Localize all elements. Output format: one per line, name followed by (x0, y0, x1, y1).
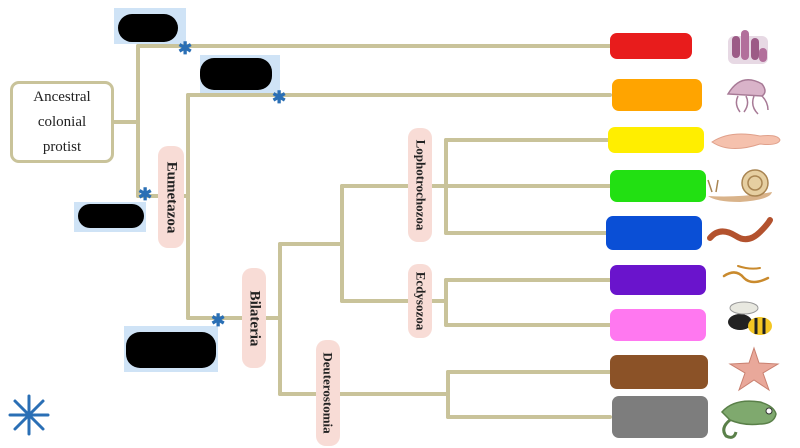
clade-label-ecdysozoa: Ecdysozoa (408, 264, 432, 338)
taxon-swatch (610, 355, 708, 389)
taxon-swatch (606, 216, 702, 250)
ancestral-protist-box: Ancestral colonial protist (10, 81, 114, 163)
jellyfish-icon (726, 79, 769, 115)
redacted-label (78, 204, 144, 228)
taxon-swatch (610, 33, 692, 59)
redacted-label (118, 14, 178, 42)
redacted-label (200, 58, 272, 90)
taxon-swatch (608, 127, 704, 153)
starfish-icon (728, 346, 780, 392)
node-star-icon: ✱ (272, 88, 287, 107)
taxon-swatch (610, 265, 706, 295)
clade-label-bilateria: Bilateria (242, 268, 266, 368)
clade-label-eumetazoa: Eumetazoa (158, 146, 184, 248)
flatworm-icon (711, 133, 781, 149)
nematode-icon (722, 265, 770, 284)
sponge-icon (728, 30, 768, 64)
node-star-icon: ✱ (178, 39, 193, 58)
node-star-icon: ✱ (211, 311, 226, 330)
clade-label-deuterostomia: Deuterostomia (316, 340, 340, 446)
star-legend-icon (8, 394, 50, 436)
chameleon-icon (720, 400, 777, 439)
taxon-swatch (610, 309, 706, 341)
snail-icon (707, 169, 772, 202)
redacted-label (126, 332, 216, 368)
node-star-icon: ✱ (138, 185, 153, 204)
taxon-swatch (610, 170, 706, 202)
taxon-swatch (612, 79, 702, 111)
wasp-icon (728, 301, 772, 335)
earthworm-icon (707, 217, 773, 243)
taxon-swatch (612, 396, 708, 438)
ancestor-label: Ancestral colonial protist (33, 88, 91, 155)
clade-label-lophotrochozoa: Lophotrochozoa (408, 128, 432, 242)
